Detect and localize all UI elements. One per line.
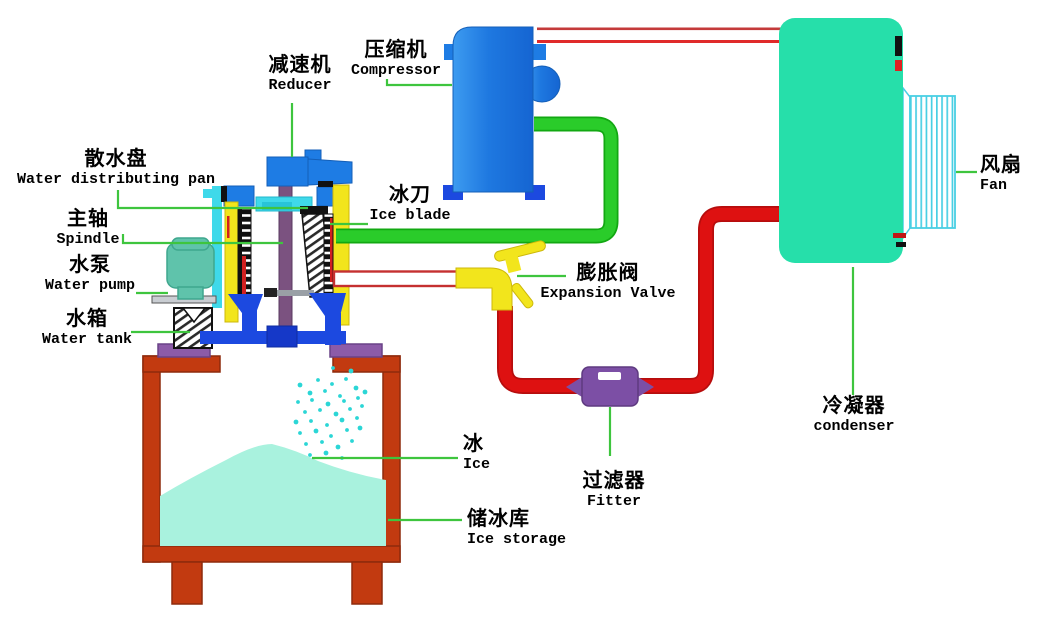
discharge-lines-red (537, 27, 785, 43)
label-water-pump: 水泵 Water pump (45, 255, 135, 296)
label-water-pan-en: Water distributing pan (16, 171, 216, 188)
label-ice-en: Ice (463, 456, 491, 473)
ice-blade-graphic (300, 181, 350, 326)
label-fitter-zh: 过滤器 (582, 470, 646, 492)
machine-feet (157, 343, 383, 358)
label-spindle-en: Spindle (56, 231, 120, 248)
label-reducer-en: Reducer (268, 77, 332, 94)
label-ice-blade-en: Ice blade (369, 207, 451, 224)
water-riser-pipe (203, 186, 222, 308)
label-expansion-valve-zh: 膨胀阀 (576, 262, 640, 284)
label-spindle: 主轴 Spindle (56, 209, 119, 250)
reducer-graphic (266, 149, 353, 187)
leader-lines (116, 79, 977, 522)
label-fitter: 过滤器 Fitter (583, 471, 646, 512)
water-return-piping (200, 293, 346, 348)
label-compressor-en: Compressor (350, 62, 442, 79)
scraper-bracket (264, 288, 314, 297)
leader-water-pan (116, 190, 308, 210)
compressor-graphic (443, 26, 561, 200)
label-reducer-zh: 减速机 (268, 54, 332, 76)
leader-spindle (121, 234, 283, 245)
liquid-line-thin (332, 270, 468, 288)
label-condenser: 冷凝器 condenser (813, 396, 894, 437)
label-condenser-en: condenser (813, 418, 895, 435)
label-water-pan: 散水盘 Water distributing pan (17, 149, 215, 190)
label-ice-storage-zh: 储冰库 (467, 508, 530, 530)
evaporator-left-wall (221, 185, 255, 323)
ice-pile-graphic (160, 444, 386, 546)
label-ice-zh: 冰 (463, 433, 484, 455)
label-water-pump-zh: 水泵 (68, 254, 111, 276)
label-condenser-zh: 冷凝器 (822, 395, 886, 417)
label-ice-blade-zh: 冰刀 (388, 184, 431, 206)
suction-pipe-green (336, 116, 619, 244)
leader-compressor (385, 79, 452, 87)
label-ice-blade: 冰刀 Ice blade (369, 185, 450, 226)
label-ice-storage-en: Ice storage (467, 531, 567, 548)
label-compressor-zh: 压缩机 (364, 39, 428, 61)
label-fitter-en: Fitter (586, 493, 641, 510)
label-water-tank-zh: 水箱 (65, 308, 108, 330)
fan-graphic (902, 85, 956, 241)
label-fan: 风扇 Fan (980, 155, 1022, 196)
condenser-graphic (779, 18, 906, 263)
label-expansion-valve-en: Expansion Valve (540, 285, 676, 302)
label-water-tank-en: Water tank (41, 331, 133, 348)
label-compressor: 压缩机 Compressor (351, 40, 441, 81)
label-water-tank: 水箱 Water tank (42, 309, 132, 350)
falling-ice-particles (293, 366, 368, 460)
label-fan-zh: 风扇 (980, 154, 1022, 176)
evaporator-assembly (151, 149, 383, 358)
label-water-pan-zh: 散水盘 (84, 148, 148, 170)
filter-graphic (566, 366, 654, 407)
label-ice: 冰 Ice (463, 434, 490, 475)
label-ice-storage: 储冰库 Ice storage (467, 509, 566, 550)
label-spindle-zh: 主轴 (66, 208, 109, 230)
expansion-valve-graphic (455, 240, 546, 311)
liquid-pipe-red (497, 206, 784, 394)
label-water-pump-en: Water pump (44, 277, 136, 294)
label-fan-en: Fan (980, 177, 1008, 194)
label-reducer: 减速机 Reducer (268, 55, 331, 96)
label-expansion-valve: 膨胀阀 Expansion Valve (540, 263, 675, 304)
